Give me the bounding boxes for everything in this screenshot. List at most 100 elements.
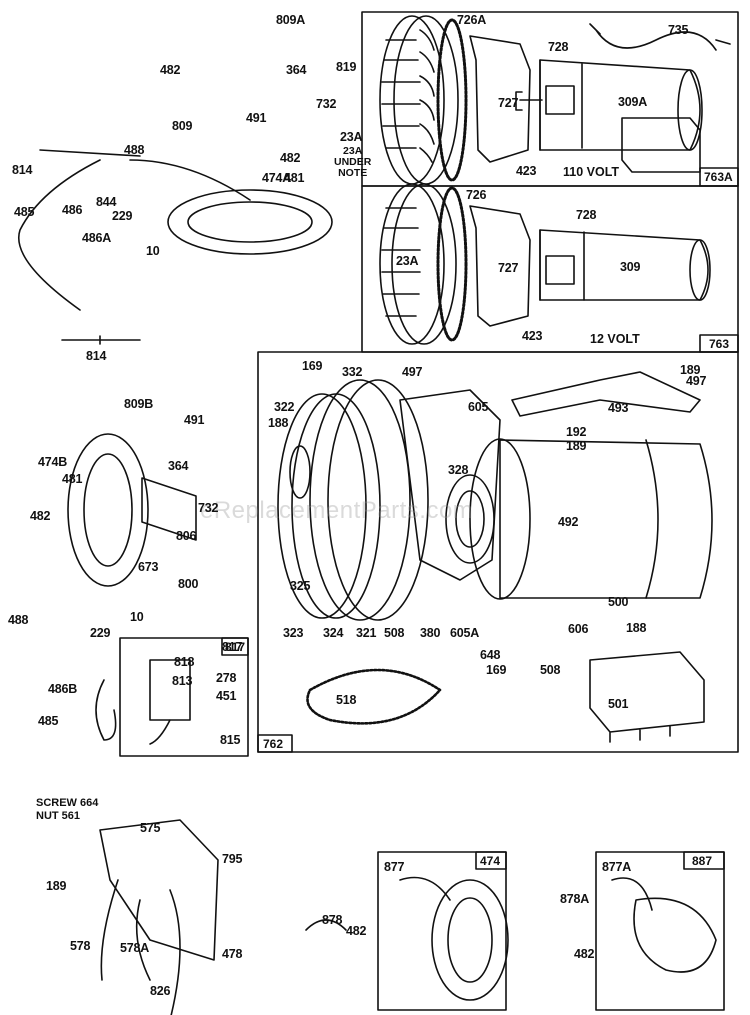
part-callout: 815 <box>220 733 241 747</box>
part-callout: 189 <box>680 363 701 377</box>
part-callout: 732 <box>316 97 337 111</box>
rectifier-kit-box <box>119 637 249 757</box>
module-806 <box>141 477 197 541</box>
pulley-assembly <box>277 379 429 621</box>
part-callout: 648 <box>480 648 501 662</box>
part-callout: 809 <box>172 119 193 133</box>
part-callout: 809B <box>124 397 154 411</box>
generator-492 <box>445 438 713 600</box>
part-callout: 814 <box>12 163 33 177</box>
bracket-727-110v <box>469 35 531 163</box>
tag-763: 763 <box>709 337 730 351</box>
part-callout: 482 <box>574 947 595 961</box>
part-callout: 488 <box>8 613 29 627</box>
part-callout: 189 <box>566 439 587 453</box>
ring-gear-12v <box>436 186 468 342</box>
part-callout: 482 <box>160 63 181 77</box>
stator-887 <box>633 897 717 973</box>
bracket-328 <box>399 389 501 581</box>
part-callout: 169 <box>486 663 507 677</box>
diode-818 <box>149 659 191 745</box>
part-callout: 188 <box>626 621 647 635</box>
part-callout: 673 <box>138 560 159 574</box>
screw-nut-note: SCREW 664 NUT 561 <box>36 797 98 823</box>
part-callout: 813 <box>172 674 193 688</box>
part-callout: 492 <box>558 515 579 529</box>
part-callout: 728 <box>548 40 569 54</box>
tag-474: 474 <box>480 854 501 868</box>
part-callout: 878A <box>560 892 590 906</box>
part-callout: 508 <box>540 663 561 677</box>
part-callout: 518 <box>336 693 357 707</box>
part-callout: 323 <box>283 626 304 640</box>
wire-877 <box>399 876 451 901</box>
part-callout: 497 <box>402 365 423 379</box>
part-callout: 500 <box>608 595 629 609</box>
part-callout: 826 <box>150 984 171 998</box>
part-callout: 491 <box>246 111 267 125</box>
regulator-501 <box>589 651 705 743</box>
wiring-harness-upper <box>18 149 251 311</box>
ring-gear-110v <box>436 18 468 182</box>
part-callout: 844 <box>96 195 117 209</box>
part-callout: 727 <box>498 261 519 275</box>
bracket-727-12v <box>469 205 531 327</box>
bracket-478 <box>99 819 219 961</box>
part-callout: 485 <box>38 714 59 728</box>
alternator-474-box <box>377 851 507 1011</box>
flywheel-screen-110v <box>379 15 459 185</box>
adjuster-493 <box>511 371 701 417</box>
watermark: eReplacementParts.com <box>200 497 474 524</box>
part-callout: 578 <box>70 939 91 953</box>
part-callout: 423 <box>516 164 537 178</box>
note-line-2: UNDER <box>334 156 372 168</box>
part-callout: 309 <box>620 260 641 274</box>
part-callout: 575 <box>140 821 161 835</box>
belt-518 <box>306 668 442 725</box>
part-callout: 322 <box>274 400 295 414</box>
note-line-3: NOTE <box>338 167 368 179</box>
part-callout: 878 <box>322 913 343 927</box>
part-callout: 814 <box>86 349 107 363</box>
part-callout: 364 <box>286 63 307 77</box>
part-callout: 474B <box>38 455 68 469</box>
part-callout: 325 <box>290 579 311 593</box>
part-callout: 309A <box>618 95 648 109</box>
part-callout: 482 <box>346 924 367 938</box>
cord-735 <box>589 23 731 51</box>
part-callout: 380 <box>420 626 441 640</box>
part-callout: 605A <box>450 626 480 640</box>
nut-line: NUT 561 <box>36 810 81 822</box>
part-callout: 23A <box>396 254 419 268</box>
part-callout: 728 <box>576 208 597 222</box>
part-callout: 488 <box>124 143 145 157</box>
screw-line: SCREW 664 <box>36 797 99 809</box>
part-callout: 800 <box>178 577 199 591</box>
part-callout: 795 <box>222 852 243 866</box>
part-callout: 423 <box>522 329 543 343</box>
wires-578 <box>100 879 181 1015</box>
part-callout: 328 <box>448 463 469 477</box>
part-callout: 229 <box>90 626 111 640</box>
part-callout: 10 <box>146 244 160 258</box>
clip-878 <box>305 919 347 931</box>
tag-762: 762 <box>263 737 284 751</box>
flywheel-screen-12v <box>379 183 457 345</box>
part-callout: 606 <box>568 622 589 636</box>
alternator-887-box <box>595 851 725 1011</box>
part-callout: 508 <box>384 626 405 640</box>
tag-887: 887 <box>692 854 713 868</box>
part-callout: 23A <box>340 130 363 144</box>
part-callout: 726A <box>457 13 487 27</box>
starter-12v-box <box>361 185 739 353</box>
part-callout: 188 <box>268 416 289 430</box>
part-callout: 735 <box>668 23 689 37</box>
part-callout: 474A <box>262 171 292 185</box>
part-callout: 189 <box>46 879 67 893</box>
tag-817: 817 <box>225 640 246 654</box>
part-callout: 497 <box>686 374 707 388</box>
note-23a-under: 23A UNDER NOTE <box>334 146 371 179</box>
part-callout: 321 <box>356 626 377 640</box>
